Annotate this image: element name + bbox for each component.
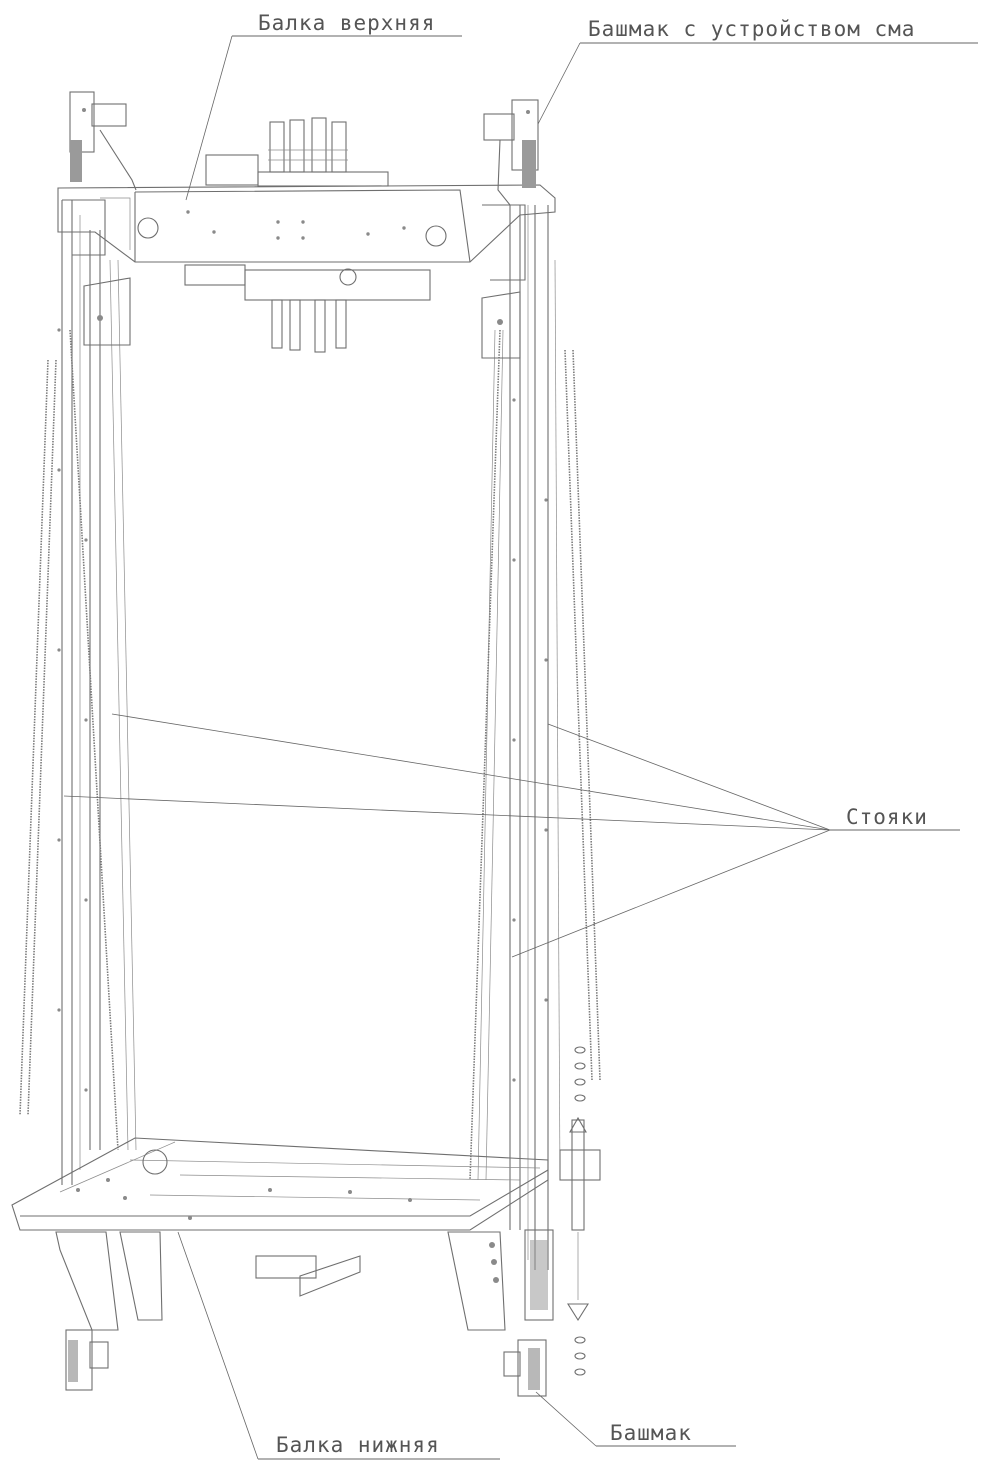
label-shoe-lubricator-text: Башмак с устройством сма	[588, 17, 915, 41]
bottom-right-shoe	[503, 1339, 547, 1397]
top-beam	[57, 184, 556, 359]
label-uprights: Стояки	[63, 713, 960, 958]
label-shoe: Башмак	[535, 1391, 736, 1447]
label-shoe-lubricator: Башмак с устройством сма	[537, 17, 978, 125]
top-right-shoe-lubricator	[483, 99, 539, 206]
top-left-shoe	[69, 91, 137, 191]
label-shoe-text: Башмак	[610, 1421, 692, 1445]
bottom-beam	[11, 1137, 549, 1331]
rope-hitch-assembly	[184, 117, 431, 353]
safety-gear-assembly	[489, 1046, 601, 1376]
label-uprights-text: Стояки	[846, 805, 928, 829]
left-upright	[61, 200, 137, 1185]
tension-rods	[19, 329, 601, 1181]
label-top-beam: Балка верхняя	[185, 11, 462, 201]
bottom-left-shoe	[65, 1329, 109, 1391]
right-upright	[477, 205, 561, 1270]
label-bottom-beam-text: Балка нижняя	[276, 1433, 440, 1457]
label-top-beam-text: Балка верхняя	[258, 11, 435, 35]
label-bottom-beam: Балка нижняя	[177, 1231, 500, 1460]
upright-bolts	[57, 328, 548, 1092]
